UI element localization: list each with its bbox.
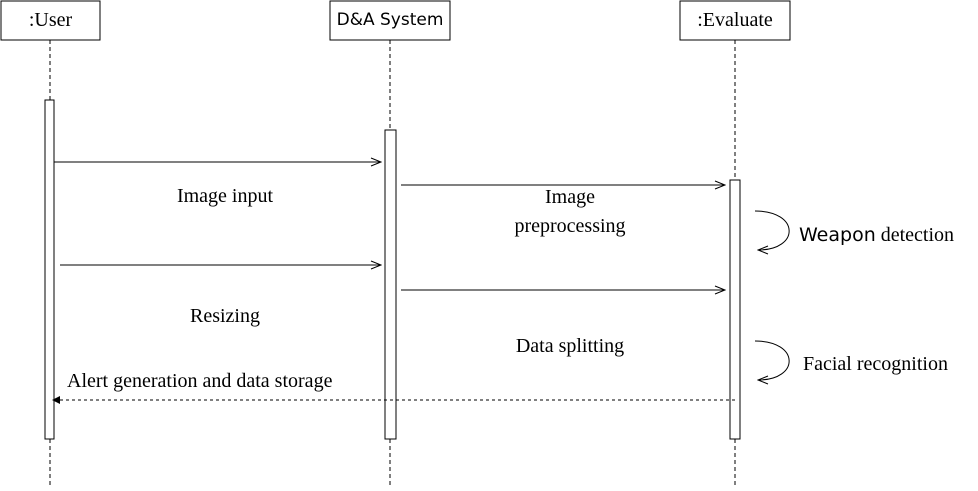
activation-bar-user <box>44 99 55 440</box>
weapon-word: Weapon <box>799 224 876 246</box>
participant-label: :User <box>29 9 73 31</box>
self-message-arrow-facial-recognition <box>754 340 790 380</box>
detection-word: detection <box>876 224 954 246</box>
participant-box <box>329 0 451 41</box>
participant-user: :User <box>0 0 101 41</box>
participant-system: D&A System <box>329 0 451 41</box>
self-message-label-weapon-detection: Weapon detection <box>799 224 954 246</box>
participant-label: :Evaluate <box>697 9 773 31</box>
message-label-image-preprocessing-line1: Image <box>545 186 595 208</box>
return-arrowhead <box>52 396 60 404</box>
message-label-resizing: Resizing <box>190 305 260 327</box>
message-label-alert: Alert generation and data storage <box>67 370 333 392</box>
participant-label: D&A System <box>337 10 444 30</box>
activation-bar-system <box>384 129 397 440</box>
message-label-data-splitting: Data splitting <box>516 335 624 357</box>
participant-box <box>0 0 101 41</box>
self-message-label-facial-recognition: Facial recognition <box>803 353 948 375</box>
participant-box <box>679 0 791 41</box>
message-label-image-input: Image input <box>177 185 274 207</box>
self-message-arrow-weapon-detection <box>754 210 790 250</box>
participant-evaluate: :Evaluate <box>679 0 791 41</box>
message-label-image-preprocessing-line2: preprocessing <box>514 215 625 237</box>
activation-bar-evaluate <box>729 179 741 440</box>
